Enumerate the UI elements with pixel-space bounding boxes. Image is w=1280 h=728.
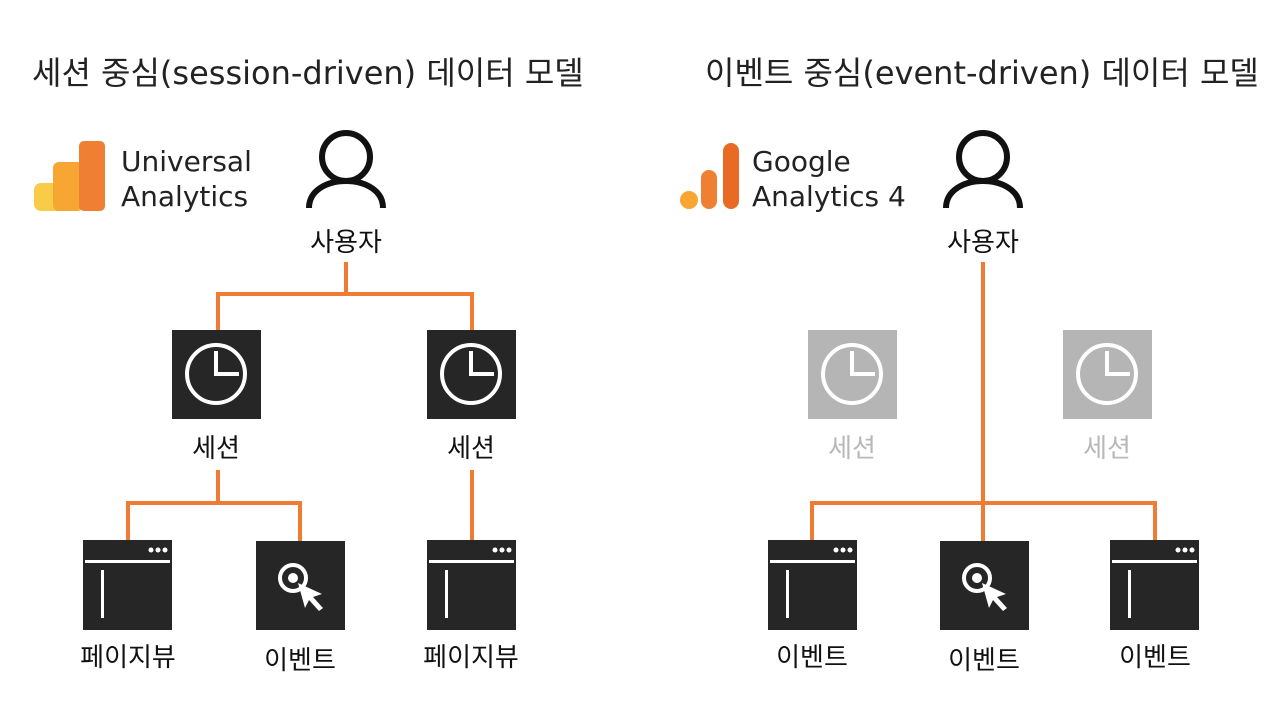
browser-window-icon (429, 547, 514, 618)
event-page-tile-2 (1110, 540, 1199, 630)
event-page-tile-1 (768, 540, 857, 630)
cursor-click-icon (962, 563, 1007, 611)
browser-window-icon (85, 547, 170, 618)
leaf-label-event-left: 이벤트 (264, 646, 336, 676)
leaf-label-event-2: 이벤트 (948, 646, 1020, 676)
leaf-label-pageview-2: 페이지뷰 (423, 643, 519, 673)
user-label-right: 사용자 (947, 228, 1019, 258)
pageview-tile-1 (83, 540, 172, 630)
universal-analytics-name: Universal Analytics (121, 144, 252, 214)
product-name-line2: Analytics 4 (752, 180, 906, 213)
leaf-label-pageview-1: 페이지뷰 (80, 643, 176, 673)
connector-user-to-session-right (346, 292, 474, 330)
connector-user-to-sessions-left (216, 262, 348, 330)
session-label-faded-1: 세션 (828, 434, 876, 464)
leaf-label-event-1: 이벤트 (776, 643, 848, 673)
cursor-click-icon (278, 563, 323, 611)
session-label-1: 세션 (192, 434, 240, 464)
session-label-2: 세션 (447, 434, 495, 464)
leaf-label-event-3: 이벤트 (1119, 643, 1191, 673)
product-name-line1: Google (752, 145, 851, 178)
user-label-left: 사용자 (310, 228, 382, 258)
connector-branch-left (810, 501, 983, 541)
left-panel-title: 세션 중심(session-driven) 데이터 모델 (32, 54, 584, 92)
product-name-line2: Analytics (121, 180, 249, 213)
pageview-tile-2 (427, 540, 516, 630)
ga4-name: Google Analytics 4 (752, 144, 906, 214)
browser-window-icon (770, 547, 855, 618)
clock-icon (185, 343, 247, 405)
clock-icon (1076, 343, 1138, 405)
connector-branch-right (983, 501, 1157, 541)
connector-session1-to-event (218, 501, 302, 541)
session-label-faded-2: 세션 (1083, 434, 1131, 464)
right-panel-title: 이벤트 중심(event-driven) 데이터 모델 (705, 54, 1259, 92)
clock-icon (440, 343, 502, 405)
product-name-line1: Universal (121, 145, 252, 178)
browser-window-icon (1112, 547, 1197, 618)
connector-session1-to-leaves (126, 470, 220, 541)
clock-icon (821, 343, 883, 405)
